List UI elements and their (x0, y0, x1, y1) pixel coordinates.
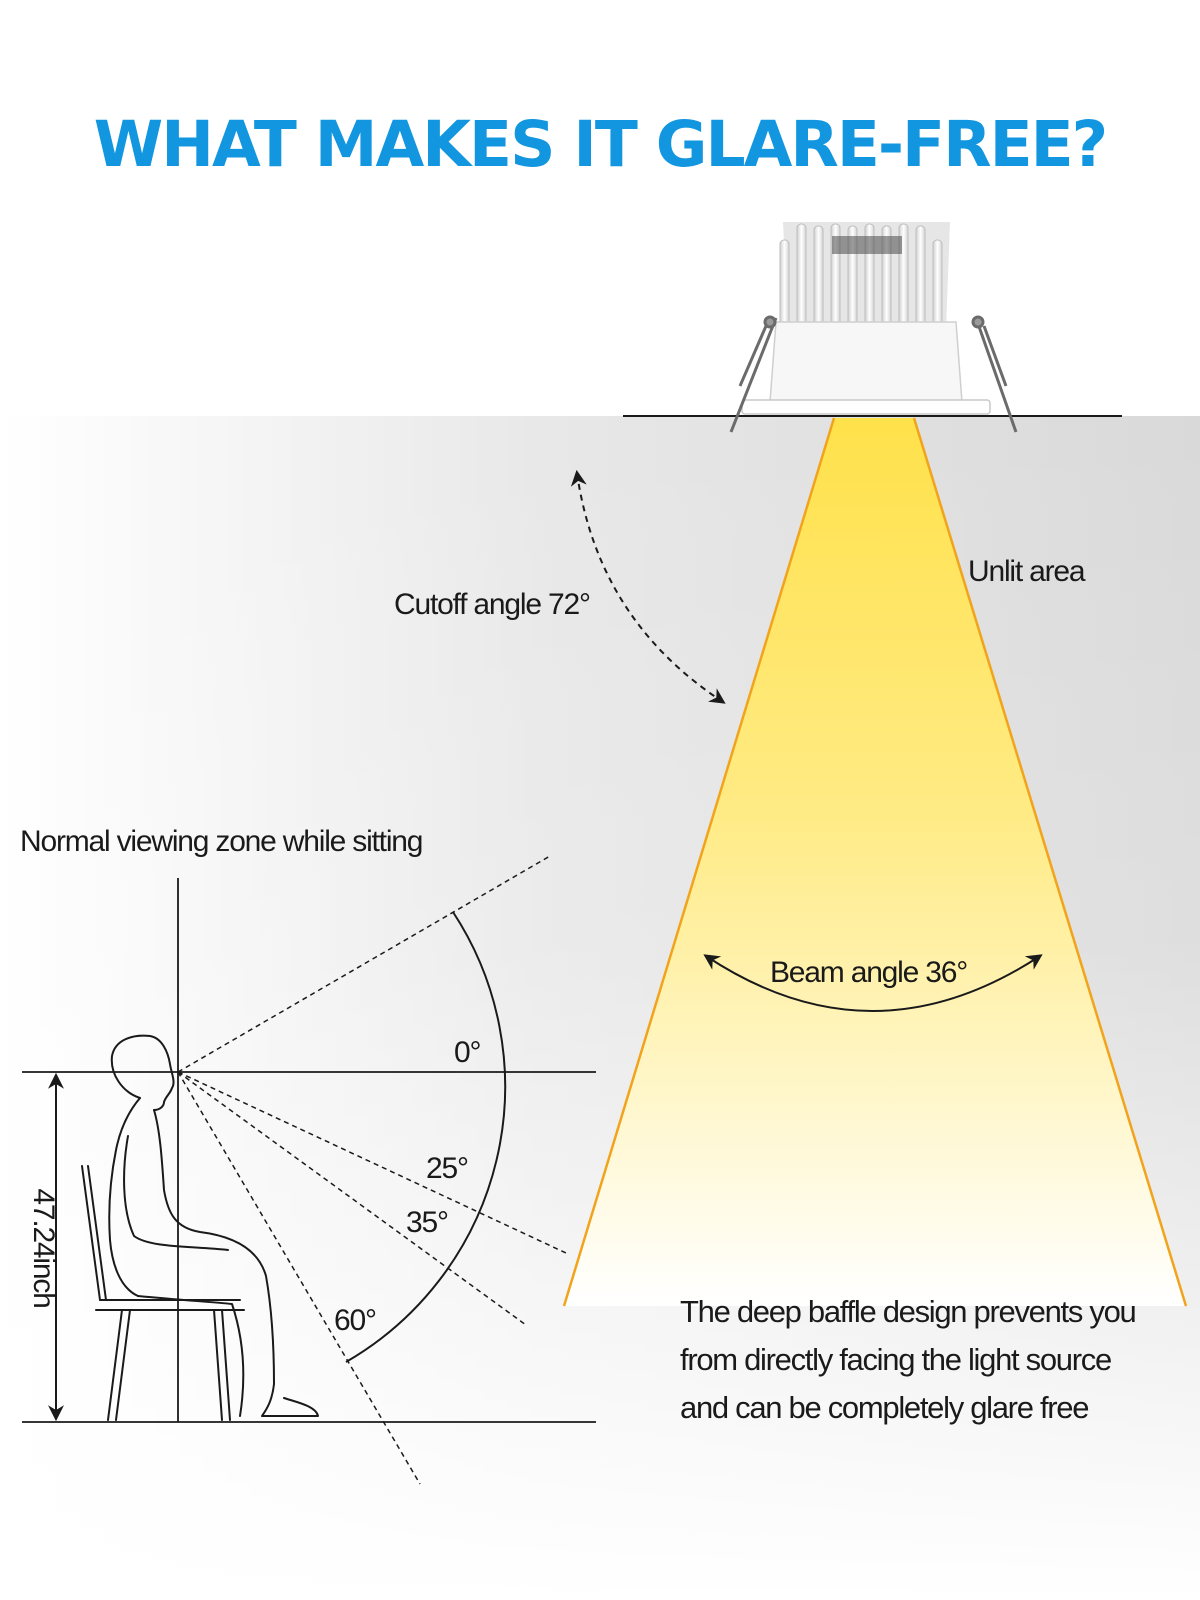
person-back (108, 1097, 141, 1297)
spring-clip-right (971, 315, 1018, 433)
viewing-angle-geometry (22, 855, 596, 1485)
person-front (153, 1109, 319, 1417)
chair (81, 1165, 245, 1421)
viewing-arc (345, 911, 507, 1363)
light-beam (562, 417, 1188, 1307)
beam-angle-label: Beam angle 36° (770, 956, 967, 989)
angle-25-label: 25° (426, 1152, 468, 1185)
description-line-2: from directly facing the light source (680, 1342, 1111, 1377)
cutoff-angle-label: Cutoff angle 72° (394, 588, 590, 621)
height-label: 47.24inch (27, 1188, 60, 1307)
cutoff-angle-arrow (570, 469, 726, 704)
unlit-area-label: Unlit area (968, 555, 1086, 588)
angle-60-label: 60° (334, 1304, 376, 1337)
person-head (110, 1034, 175, 1111)
person-arm (123, 1135, 229, 1251)
description-paragraph: The deep baffle design prevents you from… (680, 1294, 1137, 1425)
description-line-3: and can be completely glare free (680, 1390, 1088, 1425)
downlight-fixture (729, 222, 1018, 433)
beam-edge-left (562, 417, 836, 1307)
seated-person-figure (81, 1034, 319, 1421)
ray-60-degrees (177, 1071, 421, 1485)
angle-35-label: 35° (406, 1206, 448, 1239)
page-title: WHAT MAKES IT GLARE-FREE? (94, 108, 1106, 181)
description-line-1: The deep baffle design prevents you (680, 1294, 1136, 1329)
angle-0-label: 0° (454, 1036, 480, 1069)
viewing-zone-label: Normal viewing zone while sitting (20, 825, 422, 858)
beam-angle-arrow (703, 954, 1043, 1012)
beam-edge-right (912, 417, 1188, 1307)
spring-clip-left (729, 315, 778, 433)
